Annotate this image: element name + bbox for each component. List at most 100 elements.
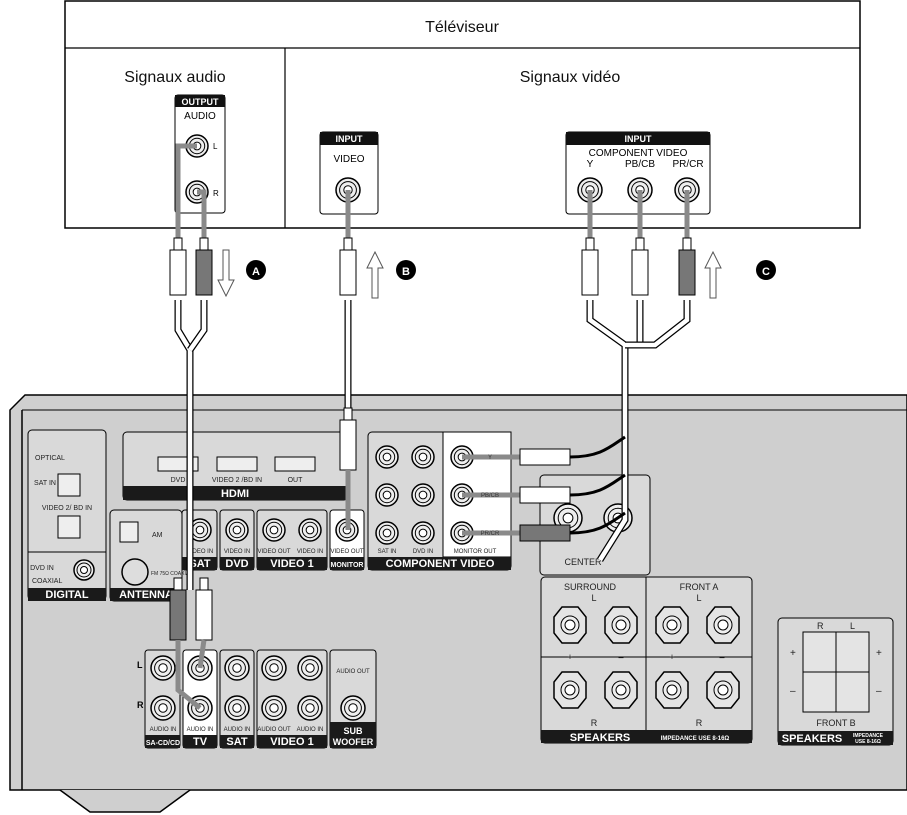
hdmi-dvd-label: DVD (171, 477, 186, 484)
dvd-video-in-label: VIDEO IN (224, 549, 250, 555)
coaxial-label: COAXIAL (32, 578, 62, 585)
video-jack-3[interactable] (298, 518, 322, 542)
rca-plug[interactable] (678, 237, 696, 296)
front-a-r-label: R (696, 718, 703, 728)
hdmi-video2-port[interactable] (216, 456, 258, 472)
antenna-panel: ANTENNA AM FM 75Ω COAXIAL (109, 509, 192, 602)
callout-c-label: C (762, 266, 770, 278)
front-b-label: FRONT B (816, 718, 855, 728)
output-label: OUTPUT (182, 97, 220, 107)
optical-sat-port[interactable] (57, 473, 81, 497)
input-label: INPUT (336, 134, 364, 144)
audio-jack[interactable] (297, 655, 323, 681)
am-label: AM (152, 532, 163, 539)
antenna-bar: ANTENNA (119, 589, 173, 601)
impedance-label: IMPEDANCE USE 8-16Ω (661, 736, 730, 742)
sub-audio-out-label: AUDIO OUT (336, 669, 370, 675)
rca-plug[interactable] (581, 237, 599, 296)
hdmi-bar: HDMI (221, 488, 249, 500)
audio-cable-right (188, 300, 207, 352)
hdmi-out-port[interactable] (274, 456, 316, 472)
fm-coaxial-jack[interactable] (121, 558, 149, 586)
speakers-panel: SURROUND FRONT A L L R R + – + – SPEAKER… (540, 576, 753, 744)
video-heading: Signaux vidéo (520, 69, 621, 86)
component-in-jack[interactable] (411, 445, 435, 469)
speaker-terminal[interactable] (706, 671, 740, 709)
front-b-plus: + (790, 648, 796, 659)
callout-b-label: B (402, 266, 410, 278)
audio-jack[interactable] (224, 655, 250, 681)
speaker-terminal[interactable] (655, 606, 689, 644)
component-plug[interactable] (519, 486, 571, 504)
audio-jack[interactable] (261, 655, 287, 681)
pb-label: PB/CB (625, 159, 655, 170)
component-channel-label: PB/CB (481, 493, 499, 499)
audio-jack[interactable] (340, 695, 366, 721)
pr-label: PR/CR (672, 159, 703, 170)
speaker-terminal[interactable] (604, 671, 638, 709)
component-plug[interactable] (519, 524, 571, 542)
am-terminal[interactable] (119, 521, 139, 543)
tv-bar: TV (193, 736, 208, 748)
front-b-speakers-bar: SPEAKERS (782, 733, 843, 745)
front-b-minus: – (876, 686, 882, 697)
tv-title: Téléviseur (425, 19, 499, 36)
audio-jack[interactable] (150, 655, 176, 681)
front-b-panel: R L + + – – FRONT B SPEAKERS IMPEDANCE U… (777, 617, 894, 746)
rca-plug[interactable] (195, 237, 213, 296)
video-label: VIDEO (333, 154, 364, 165)
speaker-terminal[interactable] (655, 671, 689, 709)
speaker-terminal[interactable] (604, 606, 638, 644)
sacd-audio-in-label: AUDIO IN (150, 727, 177, 733)
component-channel-label: Y (488, 455, 492, 461)
rca-plug[interactable] (339, 237, 357, 296)
dvd-in-label: DVD IN (30, 565, 54, 572)
video2-in-label: VIDEO 2/ BD IN (42, 505, 92, 512)
video-jack-2[interactable] (262, 518, 286, 542)
speaker-terminal[interactable] (553, 671, 587, 709)
component-cable-pr-outline (625, 300, 691, 349)
audio-jack[interactable] (224, 695, 250, 721)
sub-label: SUB (343, 726, 363, 736)
tv-video-input-panel: INPUT VIDEO (319, 131, 379, 215)
front-b-impedance2: USE 8-16Ω (855, 739, 881, 745)
sat-audio-bar: SAT (226, 736, 247, 748)
component-in-jack[interactable] (375, 521, 399, 545)
component-plug[interactable] (519, 448, 571, 466)
speaker-terminal[interactable] (553, 606, 587, 644)
component-in-jack[interactable] (375, 483, 399, 507)
y-label: Y (587, 159, 594, 170)
video-jack-1[interactable] (225, 518, 249, 542)
surround-l-label: L (591, 593, 596, 603)
v1-audio-out-label: AUDIO OUT (257, 727, 291, 733)
monitor-bar: MONITOR (331, 562, 364, 569)
coaxial-dvd-jack[interactable] (73, 559, 95, 581)
front-b-r-label: R (817, 621, 824, 631)
component-in-jack[interactable] (411, 483, 435, 507)
surround-label: SURROUND (564, 582, 617, 592)
rca-plug[interactable] (169, 237, 187, 296)
cables-layer: Y PB/CB PR/CR (169, 143, 696, 710)
sat-bar: SAT (189, 558, 210, 570)
component-video-bar: COMPONENT VIDEO (386, 558, 495, 570)
arrow-down-icon (217, 249, 235, 298)
digital-panel: OPTICAL SAT IN VIDEO 2/ BD IN DVD IN COA… (27, 429, 107, 601)
audio-jack[interactable] (150, 695, 176, 721)
rca-plug-tv-r[interactable] (169, 577, 187, 641)
component-in-jack[interactable] (375, 445, 399, 469)
woofer-label: WOOFER (333, 737, 374, 747)
component-in-jack[interactable] (411, 521, 435, 545)
comp-dvd-in-label: DVD IN (413, 549, 433, 555)
rca-plug[interactable] (631, 237, 649, 296)
sat-video-in-label: VIDEO IN (187, 549, 213, 555)
optical-video2-port[interactable] (57, 515, 81, 539)
speaker-terminal[interactable] (706, 606, 740, 644)
hdmi-panel: HDMI DVD VIDEO 2 /BD IN OUT (122, 431, 349, 501)
component-cable-pr (625, 300, 690, 348)
sacd-bar: SA-CD/CD (146, 740, 180, 747)
audio-jack[interactable] (261, 695, 287, 721)
plus-label: + (669, 652, 674, 662)
audio-jack[interactable] (297, 695, 323, 721)
component-channel-label: PR/CR (481, 531, 500, 537)
